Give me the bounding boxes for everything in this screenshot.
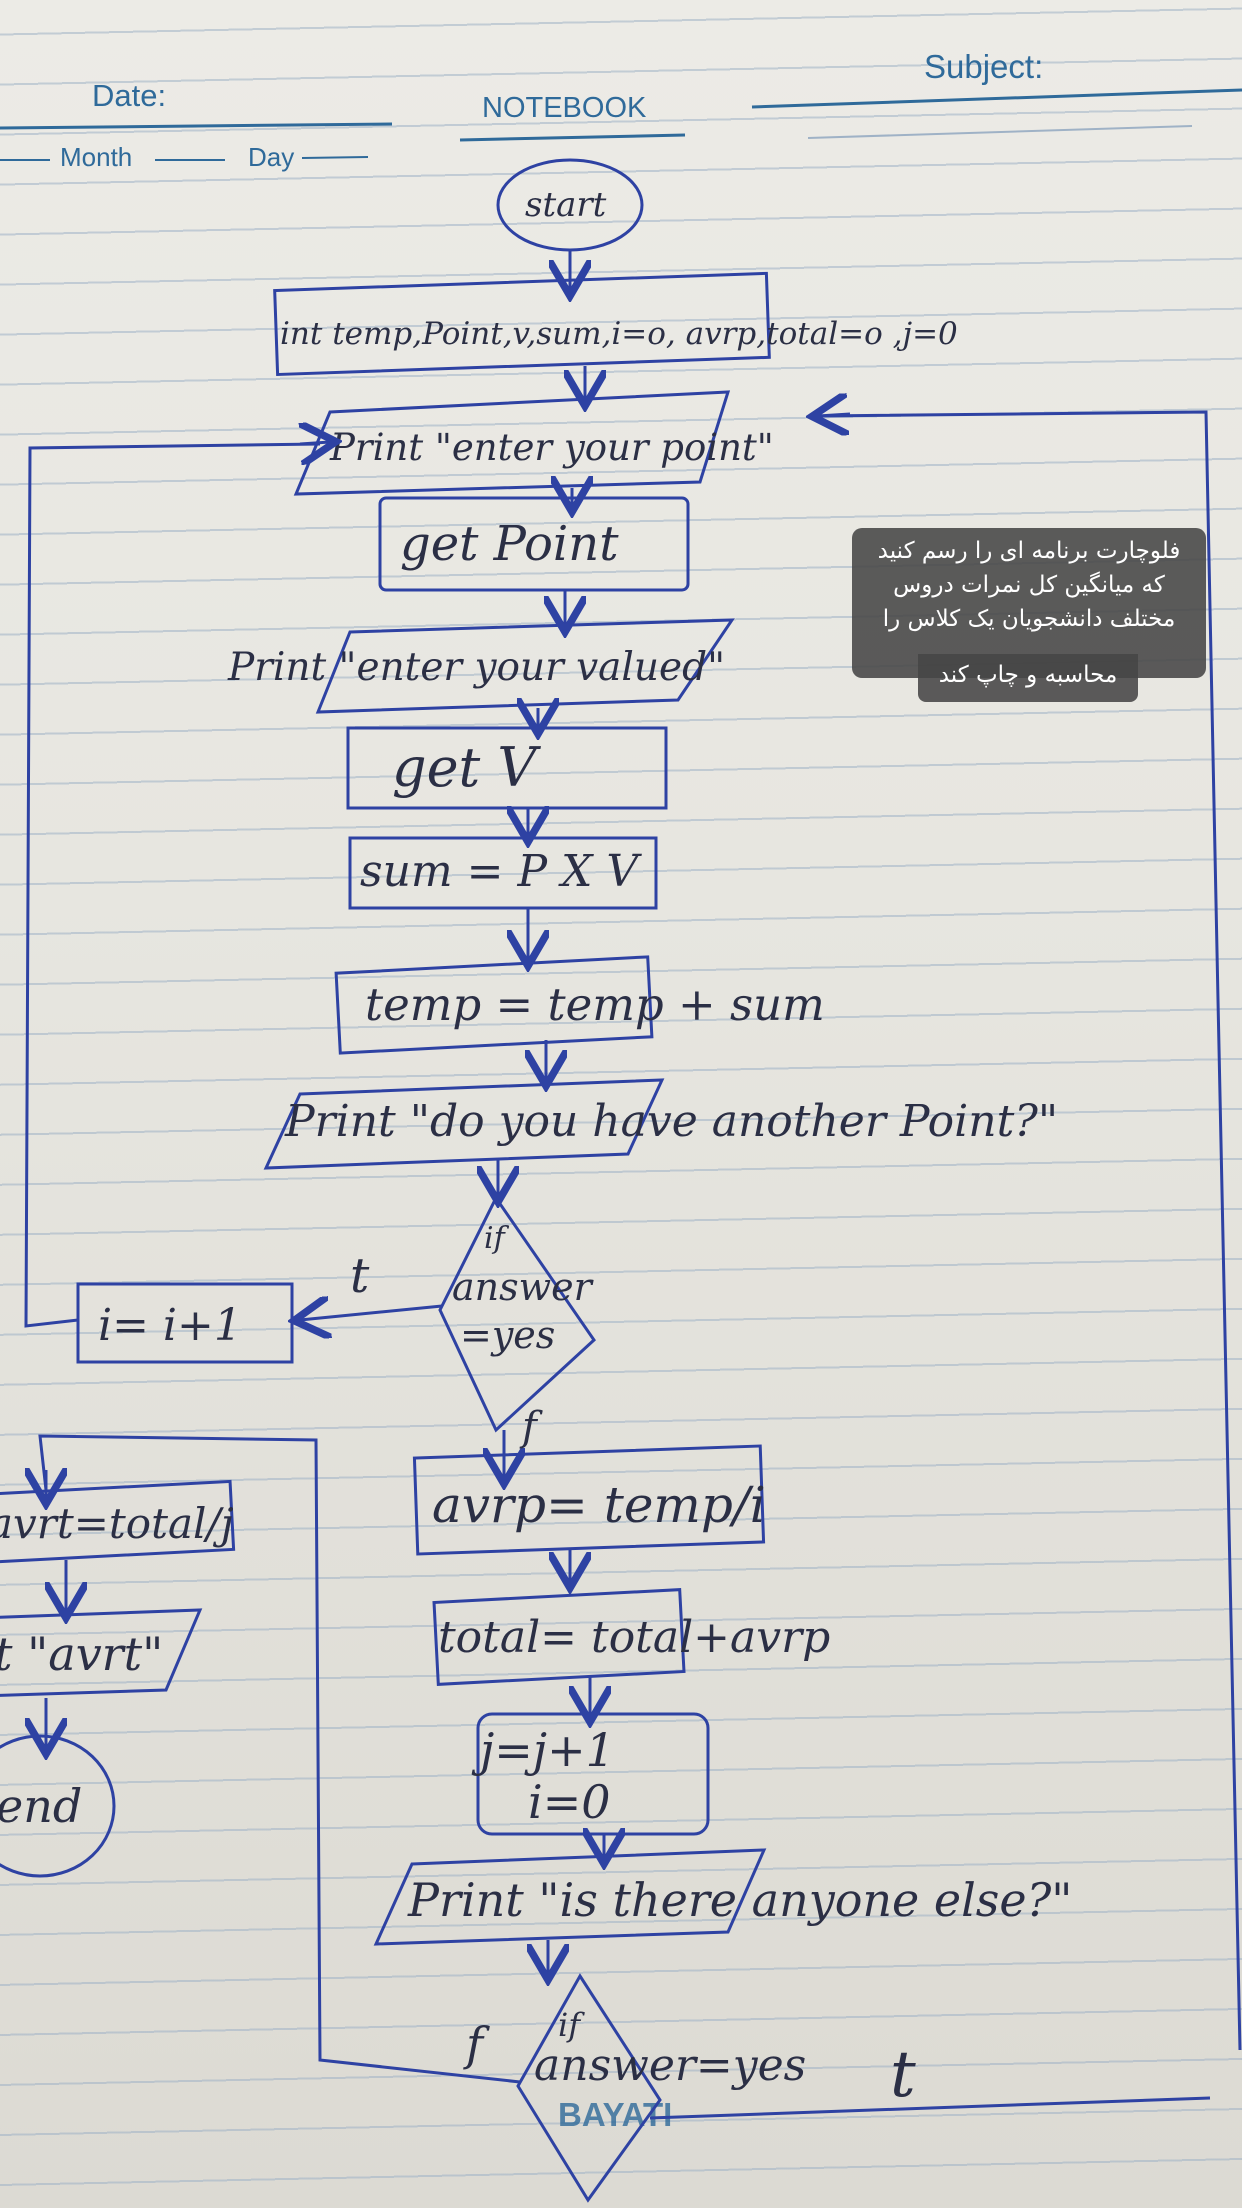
day-label: Day [248,142,295,172]
decision2-line-1: if [558,2006,585,2044]
total-process-box: total= total+avrp [432,1588,830,1686]
i-reset-text: i=0 [528,1775,611,1829]
decision2-line-2: answer=yes [534,2040,806,2091]
avrp-text: avrp= temp/i [432,1476,766,1534]
right-loop-arrowhead [818,414,851,416]
brand-label: BAYATI [558,2096,673,2133]
get-point-text: get Point [400,516,619,572]
loop-back-arrowhead [300,442,330,444]
month-label: Month [60,142,133,172]
decision2-true-label: t [890,2038,916,2112]
decision1-true-label: t [350,1248,370,1304]
decision2-false-label: f [463,2017,490,2071]
decision1-false-label: f [519,1404,543,1450]
print-valued-text: Print "enter your valued" [227,645,725,690]
decision2-true-line [649,2096,1211,2120]
get-v-text: get V [392,736,541,799]
init-process-box: int temp,Point,v,sum,i=o, avrp,total=o ,… [273,271,958,377]
total-text: total= total+avrp [438,1612,830,1663]
header-rules [0,88,1242,161]
init-text: int temp,Point,v,sum,i=o, avrp,total=o ,… [280,316,958,352]
subject-label: Subject: [924,48,1044,85]
avrt-text: avrt=total/j [0,1499,234,1548]
decision-answer-yes-2: if answer=yes [516,1973,806,2203]
overlay-caption: فلوچارت برنامه ای را رسم کنید که میانگین… [852,528,1206,678]
end-terminal: end [0,1734,116,1878]
caption-line-4: محاسبه و چاپ کند [938,662,1118,688]
print-point-text: Print "enter your point" [329,426,774,469]
avrp-process-box: avrp= temp/i [412,1444,766,1556]
increment-i-box: i= i+1 [76,1282,294,1364]
decision1-line-1: if [484,1221,510,1256]
print-avrt-text: t "avrt" [0,1627,163,1681]
get-point-box: get Point [378,496,690,592]
print-point-io: Print "enter your point" [293,390,774,496]
decision1-line-2: answer [452,1265,595,1309]
decision-answer-yes-1: if answer =yes [438,1195,596,1433]
caption-line-1: فلوچارت برنامه ای را رسم کنید [877,538,1181,564]
date-label: Date: [92,78,167,113]
decision1-line-3: =yes [460,1313,555,1357]
loop-back-line [24,442,321,1328]
right-loop-line [819,410,1242,2051]
sum-process-box: sum = P X V [348,836,658,910]
print-anyone-io: Print "is there anyone else?" [373,1848,1072,1946]
print-anyone-text: Print "is there anyone else?" [407,1873,1072,1927]
end-text: end [0,1779,82,1833]
start-text: start [525,185,607,225]
left-loop-line [38,1434,521,2084]
overlay-caption-tail [918,654,1138,702]
temp-process-box: temp = temp + sum [334,955,825,1055]
avrt-process-box: avrt=total/j [0,1479,236,1565]
start-terminal: start [496,158,644,252]
sum-text: sum = P X V [360,846,642,897]
arrow-decision-increment [300,1306,443,1320]
print-valued-io: Print "enter your valued" [227,618,735,714]
get-v-box: get V [346,726,668,810]
print-another-text: Print "do you have another Point?" [284,1096,1058,1147]
j-inc-text: j=j+1 [471,1723,615,1777]
caption-line-3: مختلف دانشجویان یک کلاس را [882,606,1176,632]
print-avrt-io: t "avrt" [0,1608,203,1697]
j-increment-box: j=j+1 i=0 [471,1712,710,1836]
caption-line-2: که میانگین کل نمرات دروس [893,572,1165,598]
print-another-io: Print "do you have another Point?" [263,1078,1058,1170]
temp-text: temp = temp + sum [365,978,825,1031]
notebook-label: NOTEBOOK [482,92,647,124]
increment-i-text: i= i+1 [98,1300,242,1351]
